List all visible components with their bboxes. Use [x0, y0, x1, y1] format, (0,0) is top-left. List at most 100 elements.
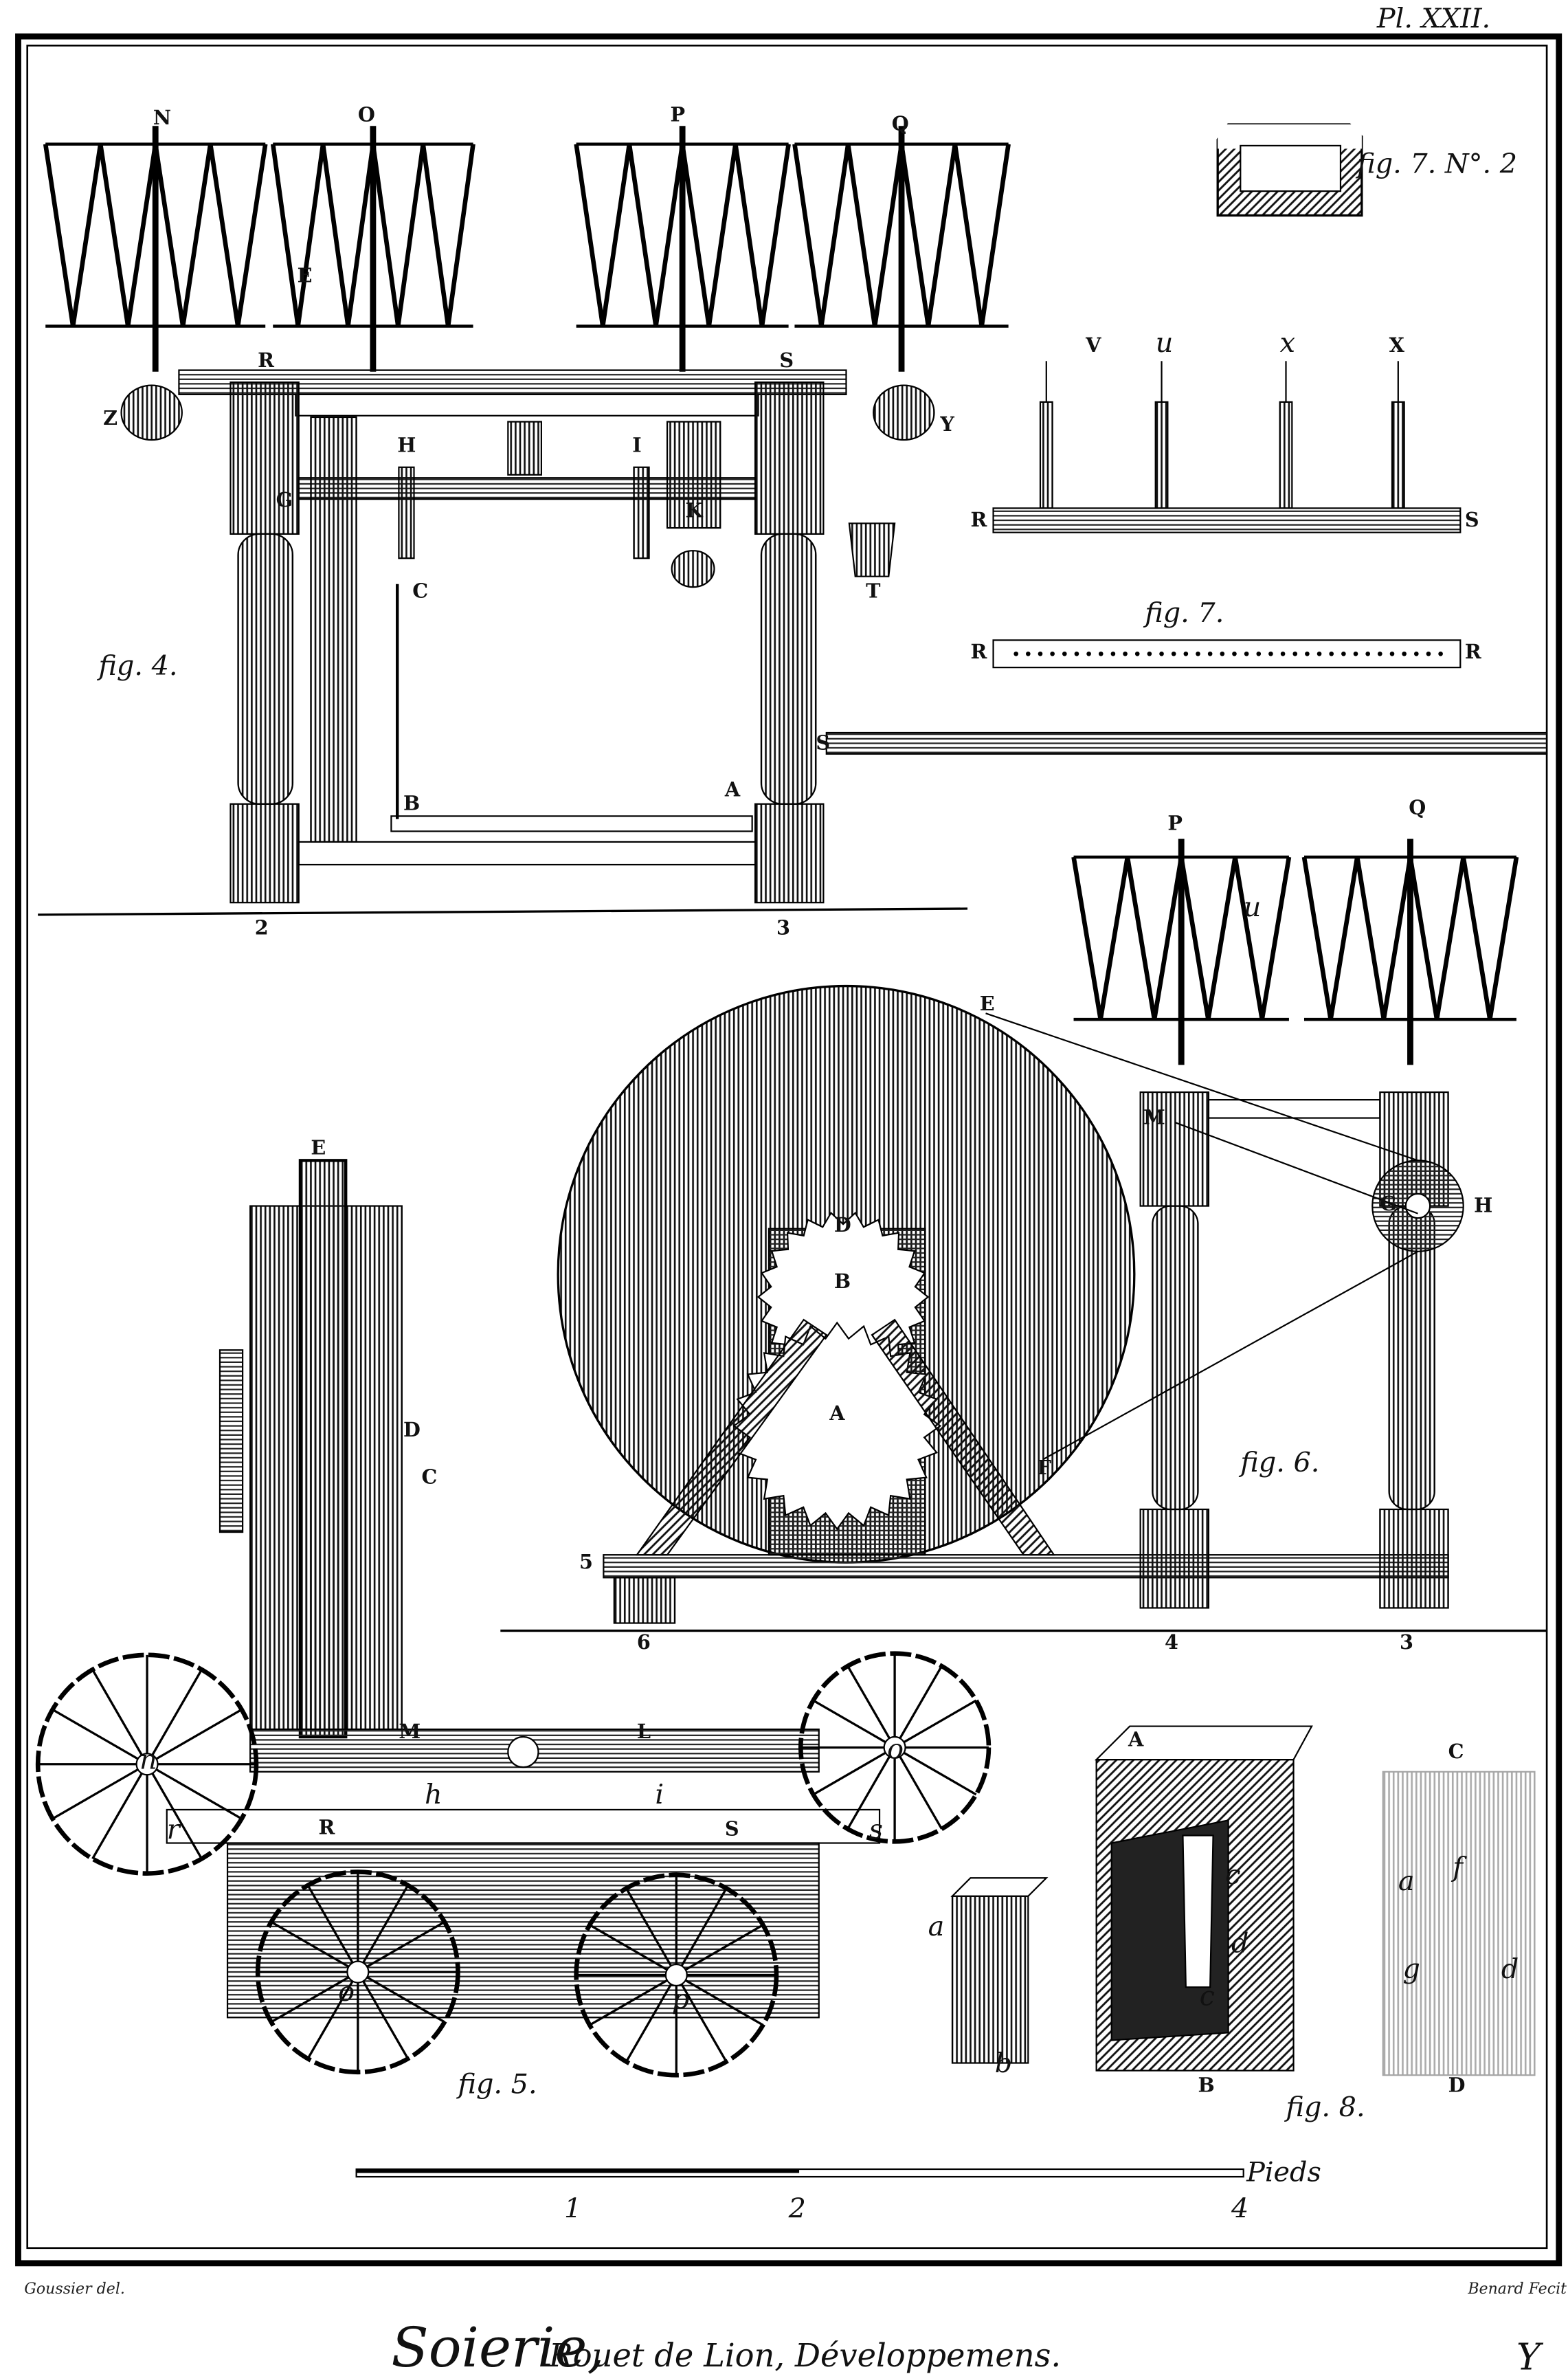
figure-letter-label: 3 [776, 916, 790, 940]
figure-letter-label: 3 [1400, 1630, 1413, 1654]
spindle-peg [1039, 401, 1053, 509]
caption-fig-6: fig. 6. [1238, 1447, 1319, 1478]
swift-reel [792, 126, 1011, 372]
figure-letter-label: P [670, 103, 685, 126]
figure-letter-label: n [139, 1744, 157, 1775]
engraver-signature: Benard Fecit [1467, 2281, 1567, 2298]
figure-letter-label: D [403, 1418, 421, 1441]
figure-letter-label: V [1085, 333, 1101, 357]
figure-letter-label: A [724, 778, 741, 801]
figure-letter-label: K [686, 499, 704, 522]
scale-unit: Pieds [1246, 2157, 1321, 2188]
figure-letter-label: A [829, 1401, 845, 1425]
figure-letter-label: E [311, 1136, 326, 1160]
figure-letter-label: c [1225, 1859, 1240, 1891]
figure-letter-label: C [412, 579, 428, 603]
swift-reels [43, 126, 1011, 372]
spoked-reel-wheel [798, 1651, 992, 1844]
figure-letter-label: B [403, 792, 420, 815]
figure-letter-label: u [1156, 327, 1174, 359]
figure-letter-label: R [1465, 640, 1482, 663]
figure-letter-label: a [928, 1911, 945, 1942]
figure-letter-label: H [1474, 1193, 1492, 1217]
figure-letter-label: P [1167, 811, 1183, 834]
figure-letter-label: M [1143, 1105, 1165, 1129]
caption-fig-5: fig. 5. [456, 2069, 537, 2100]
spoked-reel-wheel [255, 1870, 460, 2075]
figure-letter-label: B [834, 1269, 851, 1293]
figure-letter-label: S [725, 1817, 739, 1840]
figure-letter-label: d [1231, 1927, 1248, 1959]
caption-fig-8: fig. 8. [1284, 2092, 1365, 2123]
caption-fig-4: fig. 4. [96, 650, 177, 682]
figure-letter-label: F [1038, 1456, 1051, 1479]
figure-letter-label: R [258, 348, 275, 372]
plate-outer-border [15, 33, 1563, 2267]
figure-letter-label: O [358, 103, 375, 126]
plate-number: Pl. XXII. [1376, 3, 1490, 34]
figure-letter-label: B [1198, 2073, 1215, 2096]
plate-title-main: Soierie, [391, 2316, 604, 2374]
figure-letter-label: 2 [255, 916, 269, 940]
figure-letter-label: 6 [637, 1630, 651, 1654]
figure-letter-label: r [167, 1814, 181, 1845]
draughtsman-signature: Goussier del. [24, 2281, 125, 2298]
figure-letter-label: i [655, 1779, 664, 1810]
figure-letter-label: 5 [579, 1550, 593, 1573]
figure-letter-label: b [995, 2048, 1012, 2079]
figure-letter-label: h [425, 1779, 443, 1810]
figure-letter-label: M [399, 1720, 421, 1743]
figure-7-bars [825, 361, 1548, 755]
figure-8-details [950, 1725, 1536, 2076]
scale-tick-2: 2 [788, 2193, 806, 2225]
figure-letter-label: o [338, 1976, 355, 2008]
figure-letter-label: c [1200, 1981, 1215, 2012]
swift-reel [1071, 839, 1292, 1065]
figure-letter-label: C [1448, 1740, 1464, 1763]
figure-letter-label: g [1402, 1953, 1420, 1985]
figure-letter-label: Q [1409, 796, 1426, 819]
figure-letter-label: G [276, 488, 293, 511]
figure-letter-label: S [779, 348, 794, 372]
figure-letter-label: p [672, 1984, 689, 2015]
figure-letter-label: o [887, 1733, 904, 1765]
figure-6-wheel [500, 839, 1547, 1632]
spoked-reel-wheel [574, 1872, 779, 2078]
figure-7-no2-section [1216, 123, 1363, 217]
figure-letter-label: E [980, 992, 995, 1015]
figure-letter-label: 4 [1165, 1630, 1178, 1654]
figure-letter-label: L [637, 1720, 651, 1743]
figure-letter-label: A [1128, 1727, 1144, 1751]
scale-tick-4: 4 [1231, 2193, 1248, 2225]
figure-letter-label: E [298, 264, 313, 287]
figure-letter-label: R [970, 640, 987, 663]
figure-letter-label: N [153, 106, 171, 129]
caption-fig-7: fig. 7. [1143, 597, 1224, 629]
scale-tick-1: 1 [564, 2193, 581, 2225]
swift-reel [43, 126, 268, 372]
figure-letter-label: T [866, 579, 881, 603]
swift-reel [574, 126, 791, 372]
figure-5-plan [35, 1159, 992, 2078]
figure-letter-label: R [318, 1815, 335, 1839]
figure-letter-label: D [1448, 2073, 1466, 2096]
figure-letter-label: R [970, 508, 987, 531]
figure-4-machine [38, 126, 1011, 916]
figure-letter-label: Y [939, 412, 954, 436]
scale-bar: Pieds 1 2 4 [355, 2157, 1321, 2225]
figure-letter-label: Q [892, 112, 909, 135]
figure-letter-label: Z [103, 406, 117, 430]
figure-letter-label: I [632, 434, 641, 457]
plate-inner-border [26, 44, 1548, 2250]
spindle-peg [1154, 401, 1169, 509]
plate-title-rest: Rouet de Lion, Développemens. [548, 2337, 1061, 2374]
figure-letter-label: D [834, 1213, 851, 1236]
figure-letter-label: S [816, 731, 830, 754]
plate-letter: Y [1516, 2336, 1544, 2374]
figure-letter-label: u [1244, 891, 1262, 923]
figure-letter-label: a [1398, 1865, 1415, 1897]
figure-letter-label: C [422, 1465, 438, 1488]
spindle-peg [1279, 401, 1293, 509]
caption-fig-7-no2: fig. 7. N°. 2 [1355, 148, 1517, 180]
